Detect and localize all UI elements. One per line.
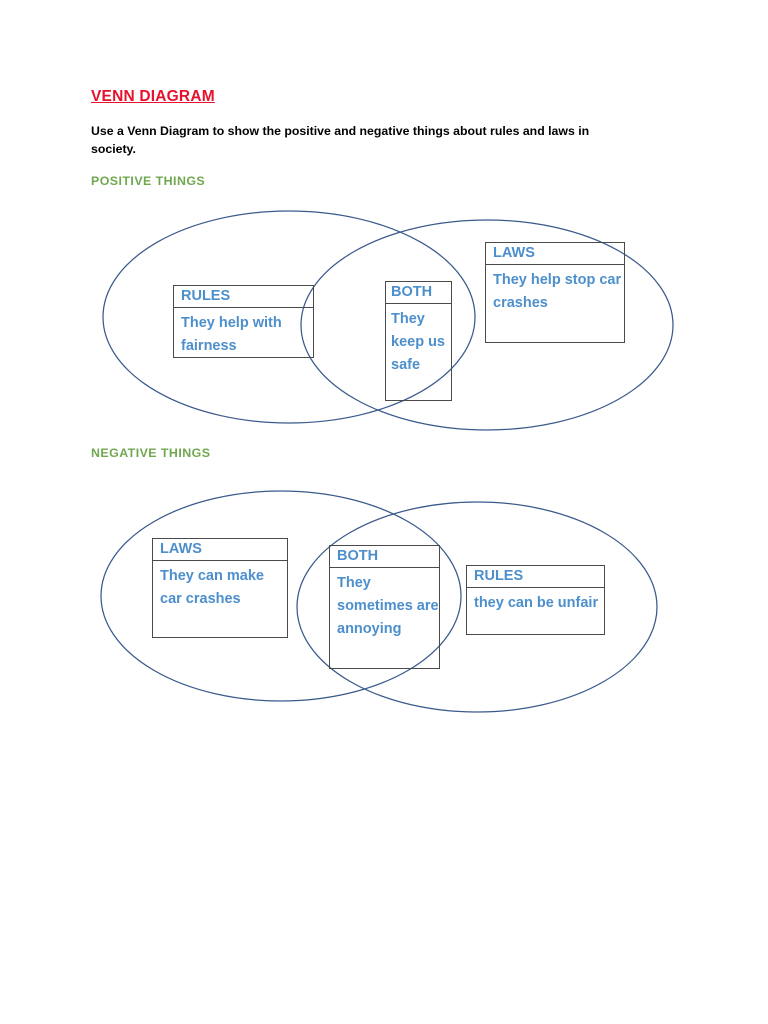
text-box-header: RULES (467, 566, 604, 588)
text-box-body: They can make car crashes (160, 567, 264, 607)
text-box-rules-negative[interactable]: RULES they can be unfair (466, 565, 605, 635)
venn-ellipses-positive (102, 210, 674, 431)
venn-ellipse-left (102, 210, 476, 424)
venn-ellipse-right (300, 219, 674, 431)
text-box-laws-positive[interactable]: LAWS They help stop car crashes (485, 242, 625, 343)
text-box-laws-negative[interactable]: LAWS They can make car crashes (152, 538, 288, 638)
text-box-both-positive[interactable]: BOTH They keep us safe (385, 281, 452, 401)
text-box-header: LAWS (153, 539, 287, 561)
text-box-header: BOTH (330, 546, 439, 568)
venn-ellipses-negative (100, 490, 658, 713)
text-box-body: They keep us safe (391, 310, 445, 374)
venn-diagram-negative (0, 480, 768, 725)
venn-ellipse-right (296, 501, 658, 713)
text-box-header: RULES (174, 286, 313, 308)
text-box-body: They help with fairness (181, 314, 282, 354)
text-box-body: They sometimes are annoying (337, 574, 439, 638)
text-box-rules-positive[interactable]: RULES They help with fairness (173, 285, 314, 358)
page-title: VENN DIAGRAM (91, 88, 215, 105)
venn-diagram-positive (0, 200, 768, 445)
section-heading-negative: NEGATIVE THINGS (91, 446, 211, 460)
text-box-both-negative[interactable]: BOTH They sometimes are annoying (329, 545, 440, 669)
text-box-body: They help stop car crashes (493, 271, 622, 311)
text-box-body: they can be unfair (474, 594, 599, 611)
text-box-header: BOTH (386, 282, 451, 304)
intro-paragraph: Use a Venn Diagram to show the positive … (91, 124, 590, 157)
text-box-header: LAWS (486, 243, 624, 265)
venn-ellipse-left (100, 490, 462, 702)
section-heading-positive: POSITIVE THINGS (91, 174, 206, 188)
